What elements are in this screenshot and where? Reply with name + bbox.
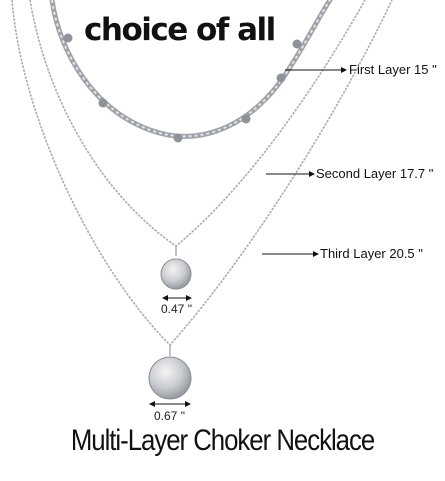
second-layer-chain (29, 0, 366, 290)
second-layer-label: Second Layer 17.7 " (316, 166, 434, 181)
chain-bead (241, 114, 251, 124)
large-pendant-disc (148, 356, 192, 400)
chain-bead (98, 98, 108, 108)
chain-bead (292, 39, 302, 49)
first-layer-chain (49, 0, 333, 143)
large-pendant-diameter: 0.67 " (154, 409, 185, 423)
small-pendant-diameter: 0.47 " (161, 302, 192, 316)
product-caption: Multi-Layer Choker Necklace (70, 424, 375, 457)
third-layer-label: Third Layer 20.5 " (320, 246, 423, 261)
first-layer-label: First Layer 15 " (349, 62, 437, 77)
chain-bead (276, 73, 286, 83)
small-pendant-disc (160, 258, 192, 290)
chain-bead (173, 133, 183, 143)
chain-bead (63, 33, 73, 43)
third-layer-chain (11, 0, 393, 400)
headline: choice of all (84, 12, 276, 48)
